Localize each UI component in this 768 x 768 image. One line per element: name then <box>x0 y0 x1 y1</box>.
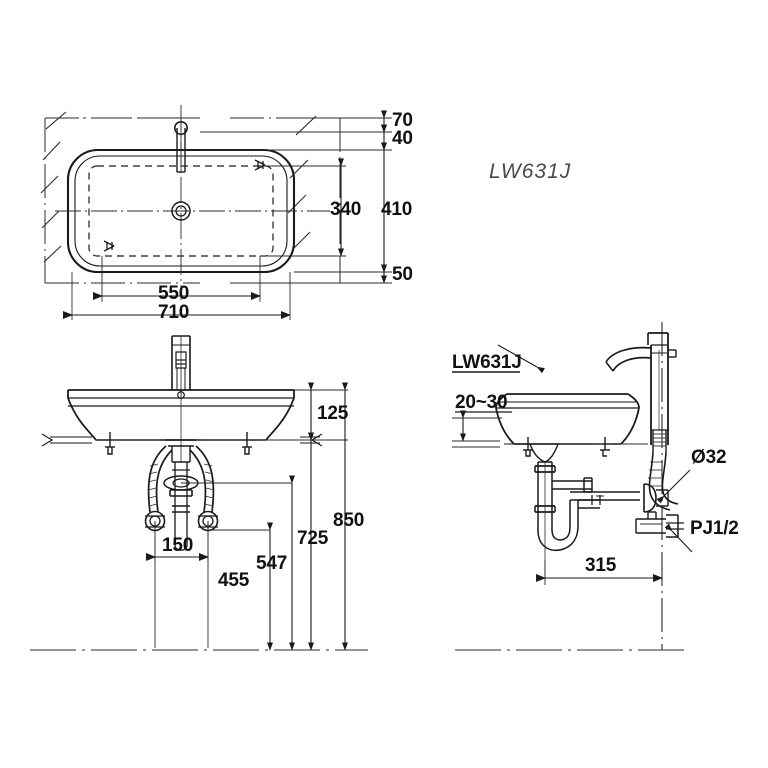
wall-line-front <box>41 433 323 447</box>
plan-vertical-dimensions <box>338 110 387 284</box>
dim-label-710: 710 <box>158 302 190 323</box>
dim-label-340: 340 <box>330 199 362 220</box>
drain-plan <box>171 201 191 221</box>
dim-label-150: 150 <box>162 535 194 556</box>
dim-label-455: 455 <box>218 570 250 591</box>
plan-view-group <box>40 105 392 320</box>
dim-label-410: 410 <box>381 199 413 220</box>
leader-model-side <box>497 344 546 374</box>
dim-label-850: 850 <box>333 510 365 531</box>
dim-label-547: 547 <box>256 553 288 574</box>
model-callout-side: LW631J <box>452 352 522 373</box>
model-number-title: LW631J <box>489 160 572 183</box>
trap-assembly-front <box>144 439 219 551</box>
callout-label-dia32: Ø32 <box>691 447 727 468</box>
mounting-bolts-front <box>105 432 252 455</box>
side-elevation-group <box>452 322 693 651</box>
faucet-side <box>605 332 679 511</box>
mounting-bolts-side <box>523 437 610 457</box>
dim-label-125: 125 <box>317 403 349 424</box>
plan-horizontal-dimensions <box>63 292 291 319</box>
dim-label-725: 725 <box>297 528 329 549</box>
dim-label-550: 550 <box>158 283 190 304</box>
plan-dim-extension-lines <box>200 117 392 284</box>
dim-label-70: 70 <box>392 110 413 131</box>
dim-label-315: 315 <box>585 555 617 576</box>
faucet-front <box>171 335 191 398</box>
overflow-marks <box>103 159 266 252</box>
dim-label-20-30: 20~30 <box>455 392 508 413</box>
front-vertical-dimensions <box>267 382 348 651</box>
dim-label-50: 50 <box>392 264 413 285</box>
basin-side-body <box>495 393 640 445</box>
angle-stop-side <box>635 511 684 538</box>
dim-label-40: 40 <box>392 128 413 149</box>
leader-pj12 <box>664 523 693 553</box>
trap-assembly-side <box>514 443 640 580</box>
front-elevation-group <box>30 335 368 651</box>
faucet-plan <box>174 121 189 173</box>
front-dim-extensions <box>154 389 348 648</box>
basin-front-body <box>67 389 295 462</box>
leader-dia32 <box>656 469 691 504</box>
callout-label-pj12: PJ1/2 <box>690 518 739 539</box>
